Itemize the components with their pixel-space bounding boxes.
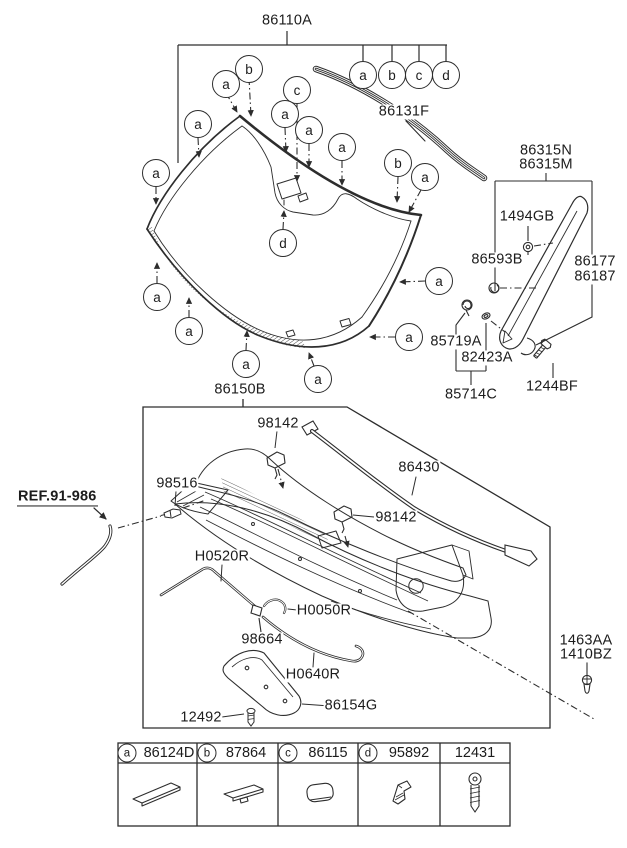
callout-marker-a: a — [349, 61, 377, 89]
washer-nozzle-1 — [266, 430, 286, 480]
legend-table — [117, 742, 511, 827]
legend-letter-a: a — [117, 743, 137, 763]
leader-lines — [117, 77, 595, 720]
part-label-86150B: 86150B — [213, 381, 267, 398]
callout-marker-b: b — [378, 61, 406, 89]
box-86150B — [142, 399, 551, 729]
part-label-98142: 98142 — [374, 509, 418, 526]
hose-H0640R — [261, 615, 365, 668]
part-label-86593B: 86593B — [470, 251, 524, 268]
legend-code-86124D: 86124D — [143, 745, 195, 761]
part-label-82423A: 82423A — [460, 349, 514, 366]
legend-icon-86115 — [306, 782, 334, 803]
ref-label: REF.91-986 — [17, 489, 98, 507]
part-label-1410BZ: 1410BZ — [559, 646, 613, 663]
legend-icon-12431 — [468, 772, 482, 813]
bolt-1244BF — [533, 338, 554, 378]
callout-marker-a: a — [425, 267, 453, 295]
legend-letter-c: c — [278, 743, 298, 763]
screw-1463AA — [581, 662, 593, 694]
hose-H0520R — [159, 564, 259, 610]
callout-marker-a: a — [142, 159, 170, 187]
part-label-85719A: 85719A — [429, 333, 483, 350]
part-label-86177: 86177 — [573, 253, 617, 270]
callout-marker-a: a — [395, 323, 423, 351]
part-label-86131F: 86131F — [377, 103, 431, 120]
cowl-top-cover — [170, 448, 492, 639]
part-label-86154G: 86154G — [323, 697, 379, 714]
legend-code-87864: 87864 — [225, 745, 267, 761]
part-label-1463AA: 1463AA — [558, 632, 614, 649]
legend-icon-86124D — [132, 782, 181, 807]
callout-marker-d: d — [432, 61, 460, 89]
part-label-98516: 98516 — [155, 475, 199, 492]
callout-marker-a: a — [143, 283, 171, 311]
legend-code-95892: 95892 — [388, 745, 430, 761]
connector-98664 — [250, 604, 263, 633]
callout-marker-b: b — [235, 55, 263, 83]
part-label-98664: 98664 — [240, 631, 284, 648]
part-label-86315N: 86315N — [519, 142, 573, 159]
washer-nozzle-2 — [333, 505, 375, 534]
legend-icons — [132, 772, 482, 813]
callout-marker-a: a — [328, 133, 356, 161]
legend-letter-d: d — [358, 743, 378, 763]
callout-marker-d: d — [269, 229, 297, 257]
part-label-H0520R: H0520R — [193, 548, 251, 565]
glass-detail-rect2 — [285, 329, 296, 338]
callout-marker-b: b — [384, 149, 412, 177]
callout-marker-a: a — [184, 110, 212, 138]
part-label-86110A: 86110A — [260, 12, 314, 29]
legend-code-12431: 12431 — [454, 745, 496, 761]
part-label-H0640R: H0640R — [284, 666, 342, 683]
part-label-85714C: 85714C — [444, 386, 498, 403]
bracket-86110A — [177, 31, 447, 163]
part-label-98142: 98142 — [256, 415, 300, 432]
part-label-86315M: 86315M — [518, 156, 574, 173]
pillar-garnish — [499, 195, 589, 356]
callout-marker-a: a — [232, 350, 260, 378]
part-label-86430: 86430 — [397, 459, 441, 476]
glass-detail-rect — [339, 318, 352, 328]
molding-86131F — [312, 65, 488, 182]
washer-hose-86430 — [301, 420, 538, 567]
callout-marker-a: a — [175, 317, 203, 345]
connector-98516 — [160, 490, 182, 519]
bracket-86315 — [494, 173, 593, 346]
ref-hose — [60, 507, 113, 586]
callout-marker-a: a — [411, 163, 439, 191]
legend-icon-87864 — [223, 784, 264, 804]
part-label-H0050R: H0050R — [295, 602, 353, 619]
callout-marker-a: a — [304, 365, 332, 393]
legend-code-86115: 86115 — [308, 745, 348, 761]
fastener-82423A — [481, 312, 491, 320]
fastener-85719A — [461, 299, 473, 317]
part-label-1494GB: 1494GB — [498, 208, 556, 225]
windshield-glass — [146, 114, 423, 348]
part-label-12492: 12492 — [179, 709, 223, 726]
part-label-1244BF: 1244BF — [525, 378, 579, 395]
part-label-86187: 86187 — [573, 268, 617, 285]
callout-marker-c: c — [405, 61, 433, 89]
callout-marker-a: a — [271, 100, 299, 128]
bracket-85714C — [455, 312, 487, 385]
mirror-pad — [276, 177, 309, 206]
callout-marker-c: c — [283, 76, 311, 104]
fastener-86593B — [488, 282, 500, 294]
callout-marker-a: a — [295, 116, 323, 144]
fastener-1494GB — [522, 226, 534, 255]
legend-icon-95892 — [392, 780, 412, 805]
screw-12492 — [221, 707, 256, 727]
legend-letter-b: b — [197, 743, 217, 763]
